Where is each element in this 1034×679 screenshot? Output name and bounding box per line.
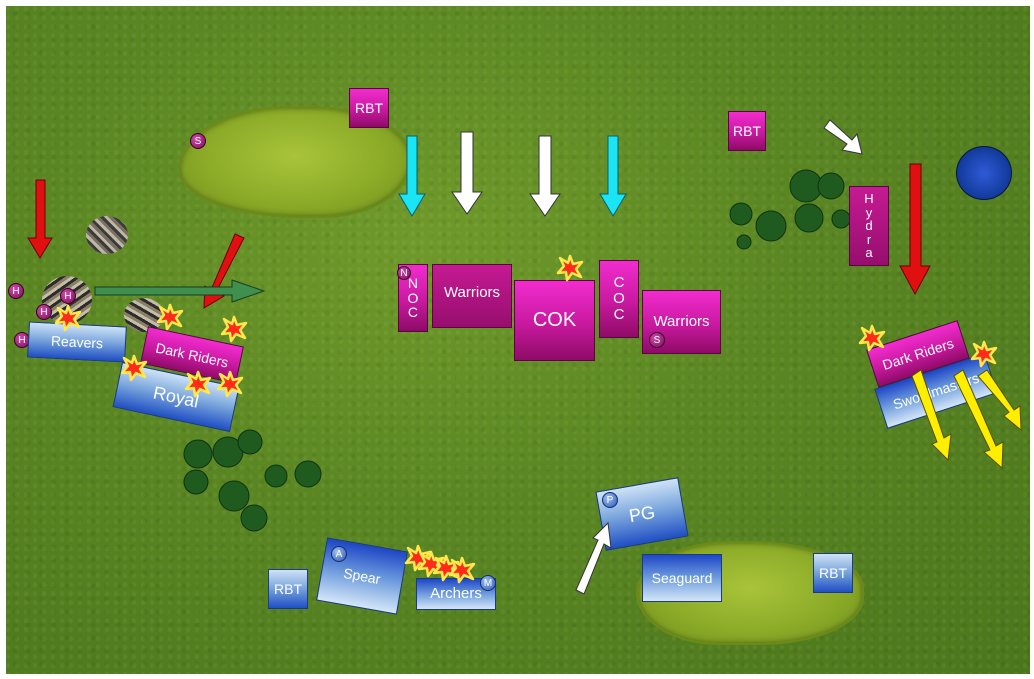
hit-marker [222, 317, 246, 341]
yellow-arrow [912, 370, 951, 460]
white-arrow [530, 136, 560, 216]
hit-marker [158, 305, 182, 329]
white-arrow [452, 132, 482, 214]
green-arrow [95, 280, 264, 302]
hit-marker [860, 326, 884, 350]
hit-marker [56, 306, 80, 330]
hit-marker [186, 372, 210, 396]
white-arrow [824, 120, 862, 154]
arrows-layer [6, 6, 1030, 674]
hit-marker [972, 342, 996, 366]
cyan-arrow [600, 136, 626, 216]
red-arrow [28, 180, 52, 258]
hit-marker [122, 356, 146, 380]
battle-map: RBT RBT N O C Warriors COK C O C Warrior… [6, 6, 1030, 674]
hit-marker [450, 558, 474, 582]
hit-marker [218, 372, 242, 396]
hit-marker [558, 256, 582, 280]
cyan-arrow [399, 136, 425, 216]
red-arrow [900, 164, 930, 294]
white-arrow [576, 523, 611, 594]
